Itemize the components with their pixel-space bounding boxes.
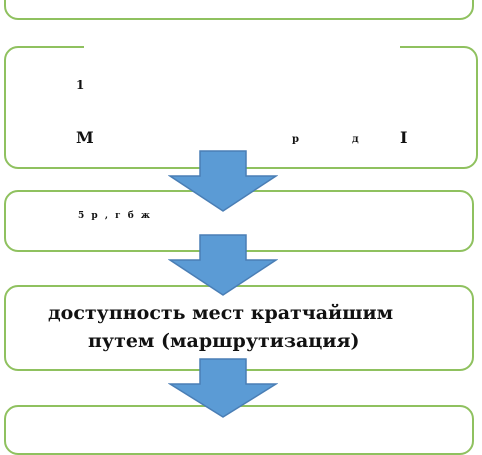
box4-line-1: доступность мест кратчайшим <box>48 302 394 324</box>
down-arrow-icon <box>168 234 278 296</box>
box4-line-2: путем (маршрутизация) <box>88 330 360 352</box>
down-arrow-icon <box>168 150 278 212</box>
flow-box-4 <box>4 285 474 371</box>
box2-fragment-4: д <box>352 134 359 145</box>
box2-fragment-3: р <box>292 134 299 145</box>
box2-fragment-1: 1 <box>76 78 85 92</box>
occlusion-mask-box2 <box>84 44 400 60</box>
box3-fragment-text: 5 р , г б ж <box>78 211 152 221</box>
box2-fragment-5: I <box>400 128 408 147</box>
down-arrow-icon <box>168 358 278 418</box>
box2-fragment-2: М <box>76 128 94 147</box>
occlusion-mask-top <box>82 0 400 16</box>
flow-box-2 <box>4 46 478 169</box>
